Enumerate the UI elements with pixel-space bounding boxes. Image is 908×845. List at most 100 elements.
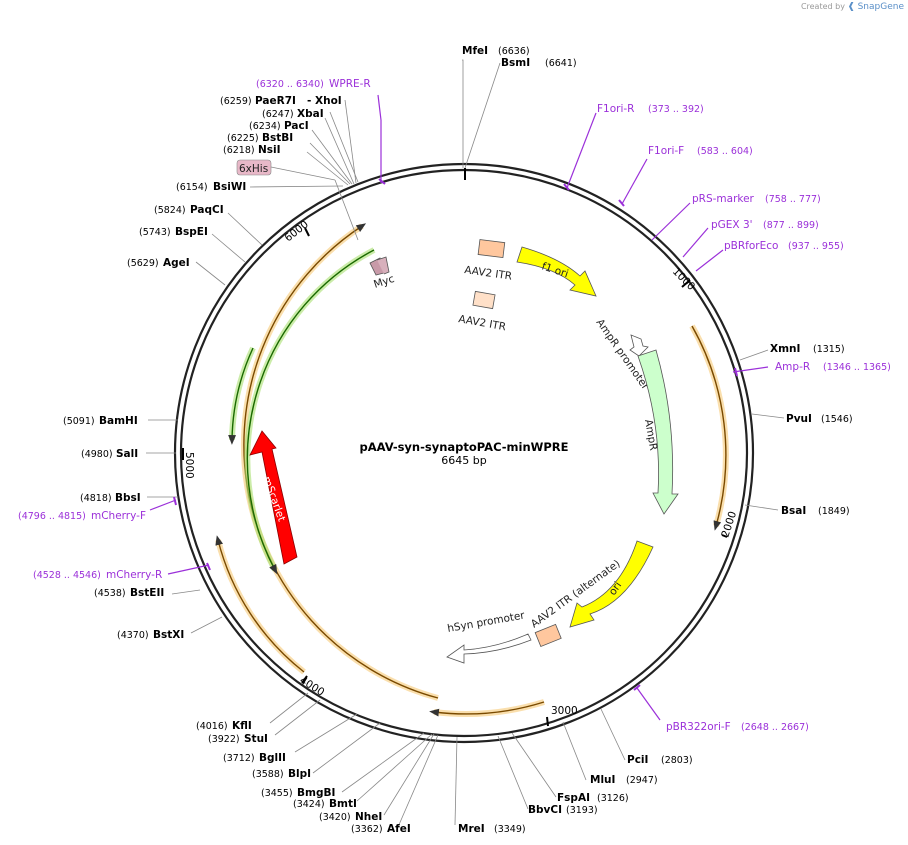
primer-mcherry-f-name: mCherry-F [91,510,146,522]
site-nhei-pos: (3420) [319,812,351,823]
site-paqci-pos: (5824) [154,205,186,216]
site-mlui-pos: (2947) [626,775,658,786]
site-sali-name: SalI [116,448,138,460]
site-blpi-pos: (3588) [252,769,284,780]
site-bsmi-name: BsmI [501,57,530,69]
site-pcii-name: PciI [627,754,648,766]
primer-wpre-r-name: WPRE-R [329,78,371,90]
aav2-itr-box-b [472,290,496,310]
site-bsmi-pos: (6641) [545,58,577,69]
hsyn-promoter-label: hSyn promoter [446,609,526,635]
site-bsai-pos: (1849) [818,506,850,517]
primer-f1ori-r-range: (373 .. 392) [648,104,704,115]
site-bspei-name: BspEI [175,226,208,238]
features: AAV2 ITR AAV2 ITR f1 ori AmpR promoter A… [236,159,679,664]
site-bamhi-pos: (5091) [63,416,95,427]
site-bbvci-name: BbvCI [528,804,562,816]
site-fspai-name: FspAI [557,792,590,804]
primer-pbr322ori-f-name: pBR322ori-F [666,721,731,733]
primer-mcherry-f-range: (4796 .. 4815) [18,511,86,522]
green-orf-arcs [228,247,376,575]
site-mrei-name: MreI [458,823,485,835]
plasmid-length: 6645 bp [441,454,486,467]
site-nhei-name: NheI [355,811,382,823]
site-pcii-pos: (2803) [661,755,693,766]
primer-pgex3-range: (877 .. 899) [763,220,819,231]
watermark-brand: SnapGene [857,2,904,12]
site-fspai-pos: (3126) [597,793,629,804]
site-stui-pos: (3922) [208,734,240,745]
primer-pgex3-name: pGEX 3' [711,219,753,231]
site-kfli-name: KflI [232,720,252,732]
primer-prs-marker-range: (758 .. 777) [765,194,821,205]
aav2-itr-alt-box [534,623,562,648]
site-pvui-name: PvuI [786,413,812,425]
site-bmgbi-name: BmgBI [297,787,335,799]
site-xhoi-label: XhoI [315,95,342,107]
site-leaders [146,59,785,828]
site-bstxi-name: BstXI [153,629,184,641]
site-agei-pos: (5629) [127,258,159,269]
site-bsiwi-pos: (6154) [176,182,208,193]
primer-f1ori-r-name: F1ori-R [597,103,634,115]
snapgene-watermark: Created by ❰ SnapGene [801,2,904,12]
site-sali-pos: (4980) [81,449,113,460]
tick-4000: 4000 [297,674,326,698]
ampr-label: AmpR [642,418,659,451]
site-nsii-name: NsiI [258,144,281,156]
primer-labels: (6320 .. 6340) WPRE-R F1ori-R (373 .. 39… [18,78,891,733]
watermark-text: Created by [800,2,845,11]
aav2-itr-label-b: AAV2 ITR [457,313,506,333]
tick-3000: 3000 [551,705,578,717]
site-afei-name: AfeI [387,823,411,835]
site-xmni-name: XmnI [770,343,800,355]
aav2-itr-box-a [477,239,506,258]
site-bmgbi-pos: (3455) [261,788,293,799]
f1-ori-arrow [516,246,597,297]
site-bmti-pos: (3424) [293,799,325,810]
site-blpi-name: BlpI [288,768,311,780]
site-bsiwi-name: BsiWI [213,181,246,193]
site-mfei-name: MfeI [462,45,488,57]
site-bstxi-pos: (4370) [117,630,149,641]
site-bbsi-pos: (4818) [80,493,112,504]
ori-arrow [569,540,654,628]
site-mlui-name: MluI [590,774,615,786]
aav2-itr-label-a: AAV2 ITR [464,264,513,283]
site-paqci-name: PaqCI [190,204,224,216]
primer-pbrforeco-range: (937 .. 955) [788,241,844,252]
site-nsii-pos: (6218) [223,145,255,156]
site-xhoi-name: - XhoI [307,95,342,107]
primer-f1ori-f-range: (583 .. 604) [697,146,753,157]
site-bbsi-name: BbsI [115,492,141,504]
site-paci-name: PacI [284,120,309,132]
site-labels: MfeI (6636) BsmI (6641) (6259) PaeR7I - … [63,45,853,835]
site-afei-pos: (3362) [351,824,383,835]
primer-f1ori-f-name: F1ori-F [648,145,684,157]
primer-amp-r-name: Amp-R [775,361,810,373]
ampr-promoter-arrow [629,334,649,357]
site-pvui-pos: (1546) [821,414,853,425]
primer-amp-r-range: (1346 .. 1365) [823,362,891,373]
tick-1000: 1000 [670,266,697,293]
tick-2000: 2000 [719,510,739,539]
site-mfei-pos: (6636) [498,46,530,57]
primer-mcherry-r-name: mCherry-R [106,569,162,581]
site-bglii-name: BglII [259,752,286,764]
site-xbai-name: XbaI [297,108,324,120]
orf-arcs [215,223,729,717]
site-bglii-pos: (3712) [223,753,255,764]
site-paer7i-name: PaeR7I [255,95,296,107]
his-tag-label: 6xHis [239,163,268,175]
orf-arc-bottom [433,699,545,717]
hsyn-promoter-arrow [446,633,532,664]
snapgene-logo-icon: ❰ [847,2,856,12]
site-xbai-pos: (6247) [262,109,294,120]
orf-arc-right [689,324,729,527]
mscarlet-arrow [249,430,298,565]
site-bspei-pos: (5743) [139,227,171,238]
plasmid-name: pAAV-syn-synaptoPAC-minWPRE [360,440,569,454]
site-paer7i-pos: (6259) [220,96,252,107]
site-bbvci-pos: (3193) [566,805,598,816]
